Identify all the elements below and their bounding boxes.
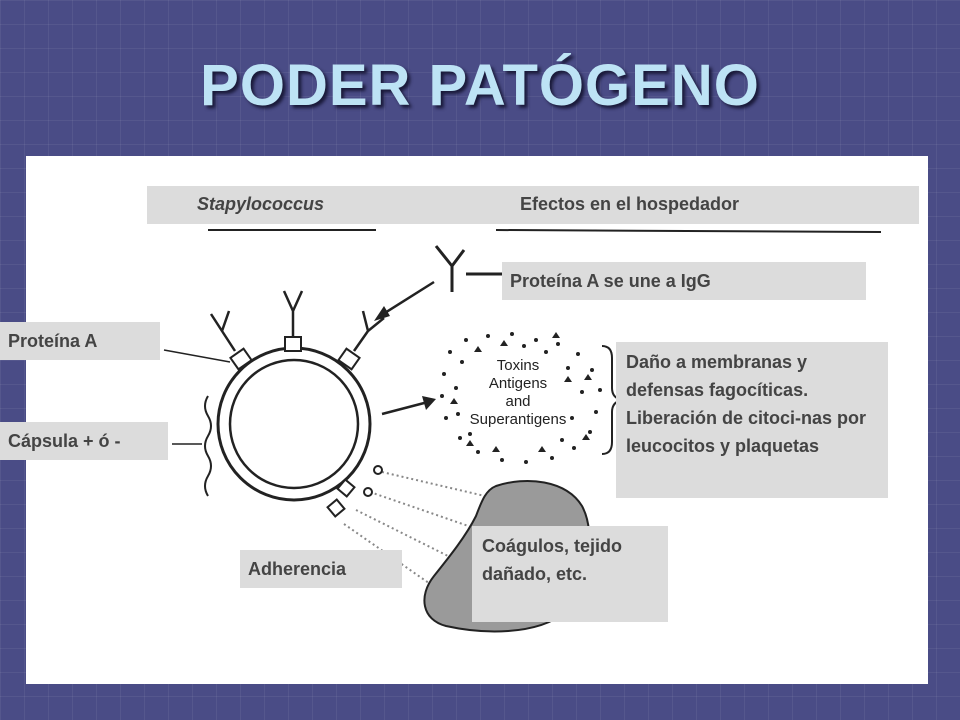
arrow-head [374, 306, 390, 321]
toxin-text-4: Superantigens [470, 411, 567, 428]
label-capsula: Cápsula + ó - [0, 422, 168, 460]
arrow-cell-to-toxins [381, 400, 429, 416]
adhesin-icon [326, 465, 383, 518]
label-adherencia: Adherencia [240, 550, 402, 588]
diagram-panel: Toxins Antigens and Superantigens Stapyl… [26, 156, 928, 684]
toxin-text-2: Antigens [489, 375, 547, 392]
arrow-head [422, 396, 436, 410]
antibody-icon [282, 290, 304, 337]
capsule-wave [204, 395, 212, 497]
protein-a-receptor [284, 336, 302, 352]
toxin-text-1: Toxins [497, 357, 540, 374]
header-bar: Stapylococcus Efectos en el hospedador [147, 186, 919, 224]
leader-proteina-a [163, 349, 231, 363]
page-title: PODER PATÓGENO [200, 53, 760, 118]
cell-wall-inner [228, 358, 360, 490]
antibody-icon [209, 310, 237, 352]
protein-a-receptor [229, 347, 253, 371]
toxin-text-3: and [505, 393, 530, 410]
label-dano: Daño a membranas y defensas fagocíticas.… [616, 342, 888, 498]
label-proteina-a: Proteína A [0, 322, 160, 360]
cell-wall-outer [216, 346, 372, 502]
igg-antibody-icon [434, 245, 504, 292]
header-left: Stapylococcus [197, 194, 325, 214]
toxin-particles [440, 332, 602, 464]
protein-a-receptor [337, 347, 361, 371]
header-underline-right [495, 229, 882, 233]
label-coagulos: Coágulos, tejido dañado, etc. [472, 526, 668, 622]
header-right: Efectos en el hospedador [520, 194, 740, 214]
label-igg: Proteína A se une a IgG [502, 262, 866, 300]
arrow-igg-to-cell [379, 280, 435, 318]
antibody-icon [352, 310, 385, 352]
